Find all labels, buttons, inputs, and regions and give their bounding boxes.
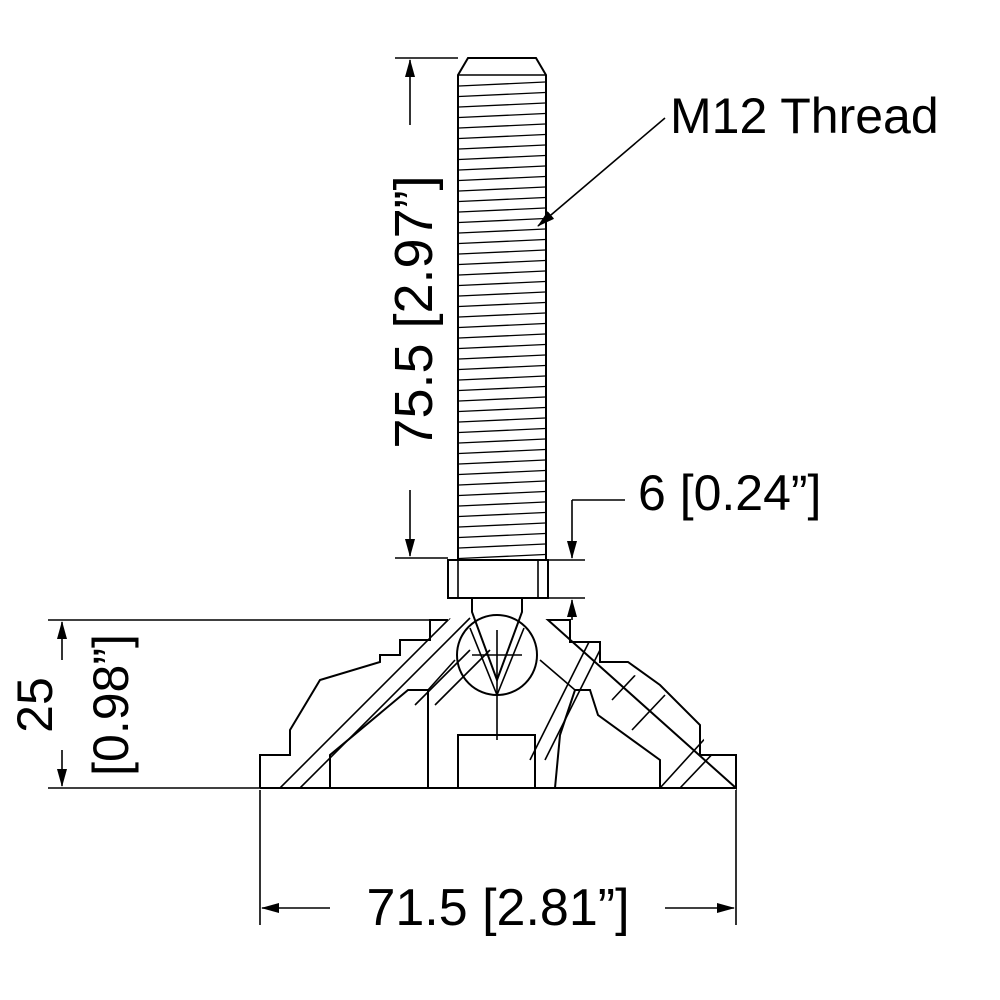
thread-line	[458, 301, 546, 308]
thread-label: M12 Thread	[670, 88, 939, 144]
dimension-base-height: 25 [0.98”]	[7, 619, 430, 789]
nut-outline	[447, 559, 549, 599]
thread-line	[458, 123, 546, 129]
thread-line	[458, 249, 546, 255]
thread-line	[458, 375, 546, 381]
thread-line	[458, 186, 546, 192]
base-section	[259, 617, 737, 791]
dimension-stud-length: 75.5 [2.97”]	[384, 57, 458, 559]
hex-nut	[447, 559, 549, 599]
thread-line	[458, 238, 546, 245]
thread-line	[458, 543, 546, 549]
thread-line	[458, 154, 546, 161]
thread-line	[458, 532, 546, 539]
thread-line	[458, 322, 546, 329]
thread-line	[458, 385, 546, 392]
thread-line	[458, 280, 546, 287]
thread-line	[458, 522, 546, 528]
thread-line	[458, 312, 546, 318]
thread-line	[458, 259, 546, 266]
thread-line	[458, 291, 546, 297]
thread-line	[458, 217, 546, 224]
thread-line	[458, 501, 546, 507]
thread-line	[458, 196, 546, 203]
thread-line	[458, 354, 546, 360]
nut-height-label: 6 [0.24”]	[638, 465, 821, 521]
thread-line	[458, 427, 546, 434]
thread-line	[458, 406, 546, 413]
thread-line	[458, 364, 546, 371]
base-outline	[259, 619, 737, 791]
thread-line	[458, 175, 546, 182]
thread-line	[458, 333, 546, 339]
thread-line	[458, 112, 546, 119]
stud-length-label: 75.5 [2.97”]	[384, 175, 444, 448]
base-height-label-1: 25	[7, 677, 63, 733]
thread-line	[458, 81, 546, 87]
dimension-nut-height: 6 [0.24”]	[548, 465, 821, 620]
thread-line	[458, 144, 546, 150]
thread-line	[458, 459, 546, 465]
thread-line	[458, 438, 546, 444]
thread-line	[458, 469, 546, 476]
thread-line	[458, 448, 546, 455]
thread-line	[458, 91, 546, 98]
base-width-label: 71.5 [2.81”]	[366, 879, 629, 937]
thread-line	[458, 165, 546, 171]
threaded-stud	[457, 57, 547, 561]
ball-joint	[456, 598, 538, 740]
thread-line	[458, 207, 546, 213]
thread-line	[458, 343, 546, 350]
thread-lines	[458, 81, 546, 560]
thread-line	[458, 133, 546, 140]
base-height-label-2: [0.98”]	[83, 634, 139, 776]
thread-line	[458, 102, 546, 108]
thread-line	[458, 480, 546, 486]
thread-line	[458, 511, 546, 518]
thread-line	[458, 490, 546, 497]
base-inner-cavity	[329, 689, 661, 789]
thread-line	[458, 553, 546, 560]
thread-line	[458, 228, 546, 234]
thread-line	[458, 417, 546, 423]
thread-line	[458, 270, 546, 276]
thread-line	[458, 396, 546, 402]
leader-thread: M12 Thread	[537, 88, 939, 227]
dimension-base-width: 71.5 [2.81”]	[259, 790, 737, 937]
